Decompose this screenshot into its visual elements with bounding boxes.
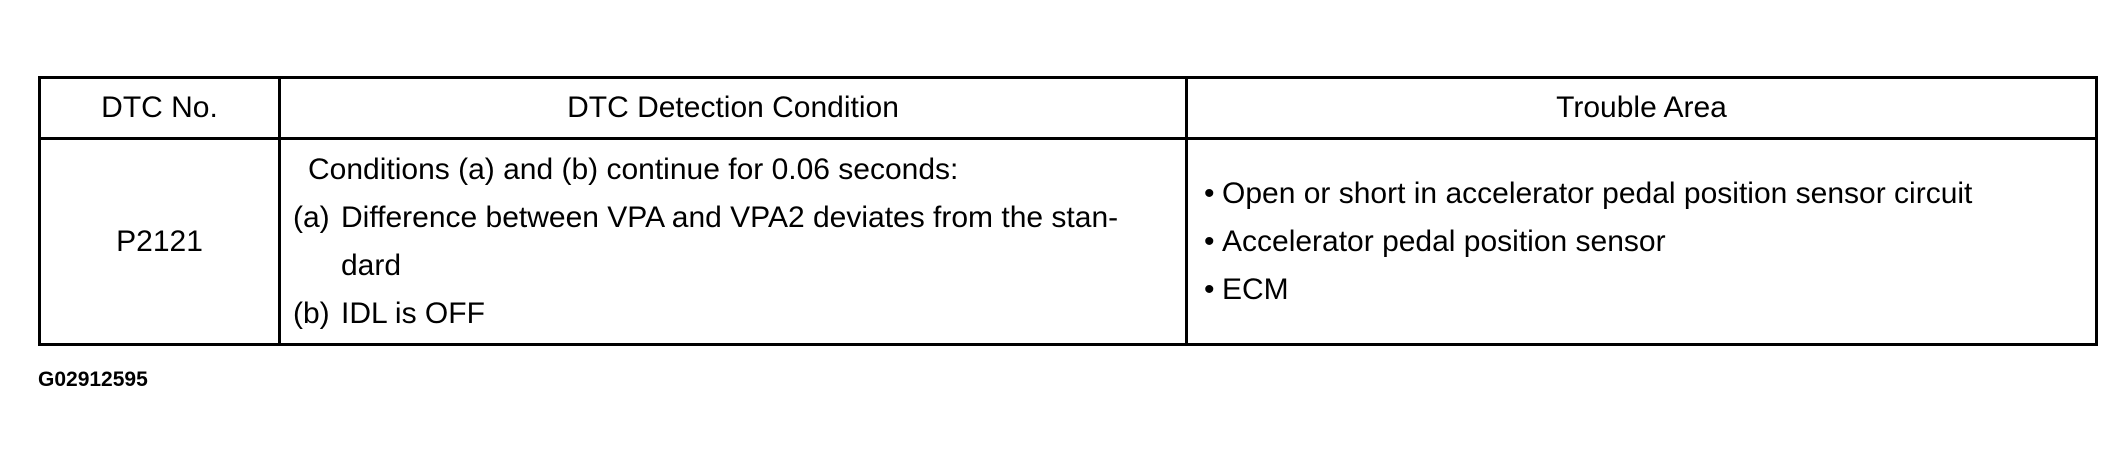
dtc-code-cell: P2121 xyxy=(38,137,281,346)
trouble-area-text: Accelerator pedal position sensor xyxy=(1222,224,1666,258)
list-item: • ECM xyxy=(1204,266,2095,314)
bullet-icon: • xyxy=(1204,272,1215,306)
condition-marker: (b) xyxy=(293,296,330,330)
bullet-icon: • xyxy=(1204,176,1215,210)
condition-intro: Conditions (a) and (b) continue for 0.06… xyxy=(308,152,959,186)
list-item: • Accelerator pedal position sensor xyxy=(1204,218,2095,266)
header-trouble-area: Trouble Area xyxy=(1185,76,2098,140)
trouble-area-text: ECM xyxy=(1222,272,1289,306)
condition-text: Difference between VPA and VPA2 deviates… xyxy=(341,200,1119,282)
header-dtc-no: DTC No. xyxy=(38,76,281,140)
detection-condition-cell: Conditions (a) and (b) continue for 0.06… xyxy=(278,137,1188,346)
condition-text: IDL is OFF xyxy=(341,296,485,330)
trouble-area-text: Open or short in accelerator pedal posit… xyxy=(1222,176,1973,210)
trouble-area-list: • Open or short in accelerator pedal pos… xyxy=(1188,170,2095,314)
table-row: P2121 Conditions (a) and (b) continue fo… xyxy=(38,137,2098,346)
figure-code: G02912595 xyxy=(38,368,148,391)
condition-item-a: (a) Difference between VPA and VPA2 devi… xyxy=(293,194,1185,290)
bullet-icon: • xyxy=(1204,224,1215,258)
list-item: • Open or short in accelerator pedal pos… xyxy=(1204,170,2095,218)
trouble-area-cell: • Open or short in accelerator pedal pos… xyxy=(1185,137,2098,346)
header-detection-condition: DTC Detection Condition xyxy=(278,76,1188,140)
condition-marker: (a) xyxy=(293,200,330,234)
dtc-table: DTC No. DTC Detection Condition Trouble … xyxy=(38,76,2098,346)
condition-item-b: (b) IDL is OFF xyxy=(293,290,1185,338)
table-header-row: DTC No. DTC Detection Condition Trouble … xyxy=(38,76,2098,140)
